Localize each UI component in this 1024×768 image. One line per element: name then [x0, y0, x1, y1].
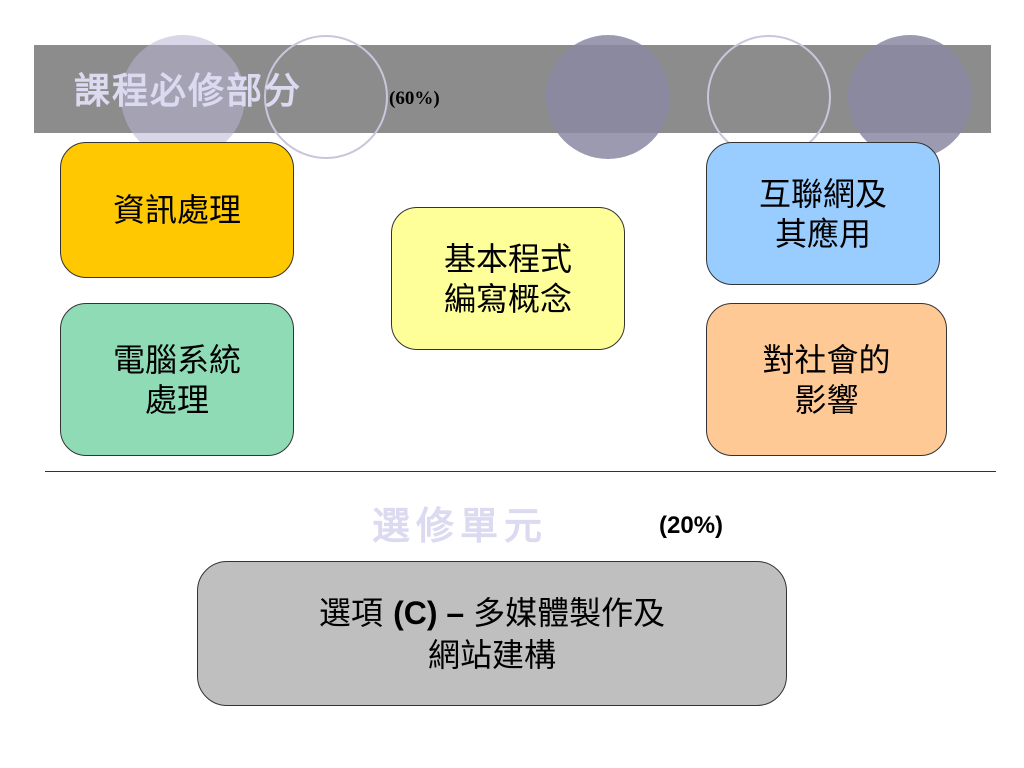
unit-label: 對社會的 影響	[762, 340, 891, 419]
option-text: 選項 (C) – 多媒體製作及 網站建構	[319, 592, 665, 676]
unit-label: 電腦系統 處理	[112, 340, 241, 419]
elective-option-c: 選項 (C) – 多媒體製作及 網站建構	[197, 561, 787, 706]
section-title-core: 課程必修部分	[74, 70, 303, 112]
unit-internet-applications: 互聯網及 其應用	[706, 142, 940, 285]
option-line-2: 網站建構	[427, 635, 556, 674]
elective-percentage: (20%)	[659, 512, 724, 539]
decorative-circle	[264, 35, 388, 159]
unit-computer-system: 電腦系統 處理	[60, 303, 294, 456]
unit-label: 資訊處理	[112, 191, 241, 229]
unit-label: 基本程式 編寫概念	[443, 239, 572, 318]
unit-information-processing: 資訊處理	[60, 142, 294, 278]
decorative-circle	[707, 35, 831, 159]
unit-basic-programming: 基本程式 編寫概念	[391, 207, 625, 350]
core-percentage: (60%)	[389, 88, 440, 109]
unit-label: 互聯網及 其應用	[758, 174, 887, 253]
decorative-circle	[546, 35, 670, 159]
section-divider	[45, 471, 996, 472]
option-code: (C)	[393, 594, 438, 631]
section-title-elective: 選修單元	[372, 503, 549, 548]
decorative-circle	[848, 35, 972, 159]
unit-social-impact: 對社會的 影響	[706, 303, 947, 456]
decorative-circle	[121, 35, 245, 159]
option-line-1: 選項 (C) – 多媒體製作及	[318, 593, 666, 632]
